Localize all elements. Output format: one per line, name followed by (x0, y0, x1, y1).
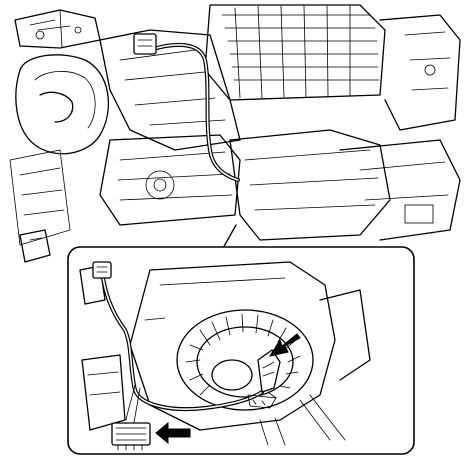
harness-plug-icon (111, 422, 151, 451)
inset-top-connector-icon (92, 261, 112, 279)
wire-harness-main (133, 33, 240, 182)
detail-inset (67, 246, 415, 455)
blower-fan-icon (176, 309, 314, 411)
heater-case-assembly (9, 4, 461, 263)
wire-harness-detail (100, 268, 264, 423)
harness-connector-icon (133, 33, 157, 55)
callout-leader (221, 224, 237, 251)
arrow-pointing-to-connector (155, 421, 191, 445)
arrow-pointing-to-clamp (268, 333, 301, 357)
motor-terminal-clamp-icon (247, 349, 281, 409)
